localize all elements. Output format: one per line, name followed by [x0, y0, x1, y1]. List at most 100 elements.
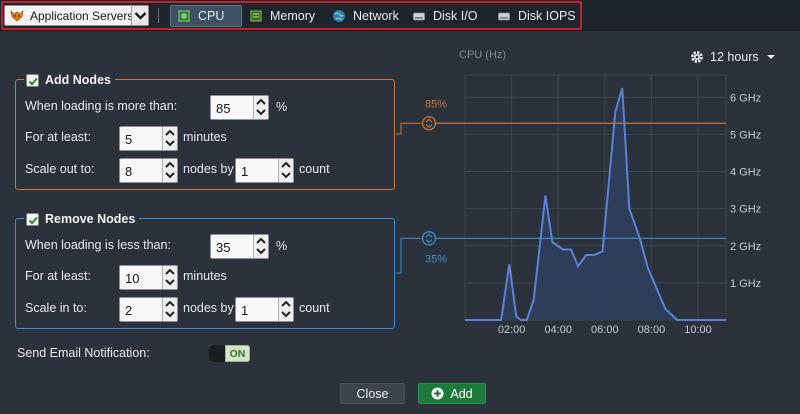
remove-count-label: count	[299, 301, 330, 315]
add-loading-unit: %	[276, 100, 288, 114]
email-notification-label: Send Email Notification:	[17, 346, 150, 360]
network-icon	[333, 10, 345, 22]
add-nodes-checkbox[interactable]	[26, 73, 39, 87]
tab-disk-iops[interactable]: Disk IOPS	[491, 5, 582, 27]
threshold-label: 85%	[425, 98, 447, 110]
stepper-buttons	[162, 266, 177, 289]
chevron-down-icon[interactable]	[279, 309, 293, 320]
remove-loading-stepper[interactable]: 35	[210, 234, 269, 259]
remove-scale-stepper[interactable]: 2	[119, 297, 178, 322]
y-tick-label: 1 GHz	[730, 278, 761, 290]
chevron-down-icon[interactable]	[254, 246, 268, 257]
cpu-series-area	[465, 88, 726, 320]
add-button-label: Add	[450, 386, 473, 401]
chevron-down-icon[interactable]	[254, 107, 268, 118]
add-button[interactable]: Add	[418, 383, 486, 404]
plot-area-frame	[464, 74, 727, 321]
close-button-label: Close	[356, 386, 389, 401]
chevron-down-icon[interactable]	[163, 277, 177, 288]
chevron-down-icon[interactable]	[131, 6, 148, 25]
toolbar-separator	[158, 8, 159, 23]
time-range-label: 12 hours	[710, 50, 759, 64]
stepper-buttons	[253, 96, 268, 119]
chevron-up-icon[interactable]	[163, 266, 177, 277]
chevron-up-icon[interactable]	[163, 127, 177, 138]
remove-nodes-by-label: nodes by	[183, 301, 234, 315]
drag-arrows-icon	[425, 233, 433, 244]
email-notification-toggle[interactable]: ON	[209, 345, 250, 362]
threshold-connector	[396, 122, 421, 135]
chart-grid	[464, 74, 727, 321]
tab-memory-label: Memory	[270, 9, 316, 23]
tab-cpu-label: CPU	[198, 9, 225, 23]
x-tick-label: 10:00	[684, 324, 712, 336]
stepper-buttons	[278, 298, 293, 321]
remove-nodes-checkbox[interactable]	[26, 212, 39, 226]
chevron-down-icon[interactable]	[163, 138, 177, 149]
server-select-label: Application Servers	[30, 9, 133, 23]
drag-arrows-icon	[425, 118, 433, 129]
server-select[interactable]: Application Servers	[4, 5, 149, 26]
add-count-stepper[interactable]: 1	[235, 158, 294, 183]
add-loading-value: 85	[216, 101, 231, 116]
tab-network[interactable]: Network	[326, 5, 405, 27]
remove-loading-unit: %	[276, 239, 288, 253]
add-loading-stepper[interactable]: 85	[210, 95, 269, 120]
tab-disk-io[interactable]: Disk I/O	[406, 5, 483, 27]
tab-disk-iops-label: Disk IOPS	[518, 9, 576, 23]
add-atleast-unit: minutes	[183, 130, 227, 144]
stepper-buttons	[278, 159, 293, 182]
chevron-down-icon[interactable]	[163, 309, 177, 320]
close-button[interactable]: Close	[340, 383, 405, 404]
chevron-down-icon[interactable]	[163, 170, 177, 181]
chart-title: CPU (Hz)	[459, 49, 507, 61]
add-nodes-panel: Add Nodes When loading is more than: 85 …	[15, 72, 395, 190]
remove-nodes-title: Remove Nodes	[45, 212, 136, 226]
stepper-buttons	[162, 298, 177, 321]
stepper-buttons	[253, 235, 268, 258]
x-tick-label: 04:00	[544, 324, 572, 336]
y-tick-label: 4 GHz	[730, 167, 761, 179]
chevron-up-icon[interactable]	[163, 298, 177, 309]
checkmark-icon	[28, 77, 38, 85]
cpu-icon	[178, 10, 190, 22]
add-scale-value: 8	[125, 164, 133, 179]
stepper-buttons	[162, 159, 177, 182]
remove-atleast-stepper[interactable]: 10	[119, 265, 178, 290]
toolbar-highlight-frame	[1, 1, 582, 30]
caret-down-icon	[766, 55, 775, 59]
threshold-drag-handle	[421, 231, 437, 246]
remove-count-stepper[interactable]: 1	[235, 297, 294, 322]
chevron-up-icon[interactable]	[254, 235, 268, 246]
add-nodes-by-label: nodes by	[183, 162, 234, 176]
add-atleast-value: 5	[125, 132, 133, 147]
chevron-up-icon[interactable]	[279, 159, 293, 170]
chevron-up-icon[interactable]	[254, 96, 268, 107]
chevron-up-icon[interactable]	[163, 159, 177, 170]
add-count-label: count	[299, 162, 330, 176]
checkmark-icon	[28, 216, 38, 224]
add-atleast-label: For at least:	[25, 130, 91, 144]
add-scale-stepper[interactable]: 8	[119, 158, 178, 183]
remove-loading-value: 35	[216, 240, 231, 255]
tab-memory[interactable]: Memory	[243, 5, 321, 27]
plus-circle-icon	[431, 387, 444, 400]
disk-icon	[413, 12, 425, 21]
remove-nodes-panel: Remove Nodes When loading is less than: …	[15, 211, 395, 329]
add-nodes-header: Add Nodes	[24, 72, 115, 88]
chevron-down-icon[interactable]	[279, 170, 293, 181]
gear-icon	[691, 51, 703, 63]
tab-cpu[interactable]: CPU	[170, 5, 242, 27]
stepper-buttons	[162, 127, 177, 150]
remove-atleast-unit: minutes	[183, 269, 227, 283]
disk-icon	[498, 12, 510, 21]
add-nodes-title: Add Nodes	[45, 73, 111, 87]
add-atleast-stepper[interactable]: 5	[119, 126, 178, 151]
y-tick-label: 6 GHz	[730, 92, 761, 104]
chevron-up-icon[interactable]	[279, 298, 293, 309]
tab-network-label: Network	[353, 9, 399, 23]
time-range-select[interactable]: 12 hours	[690, 49, 779, 65]
remove-atleast-value: 10	[125, 271, 140, 286]
